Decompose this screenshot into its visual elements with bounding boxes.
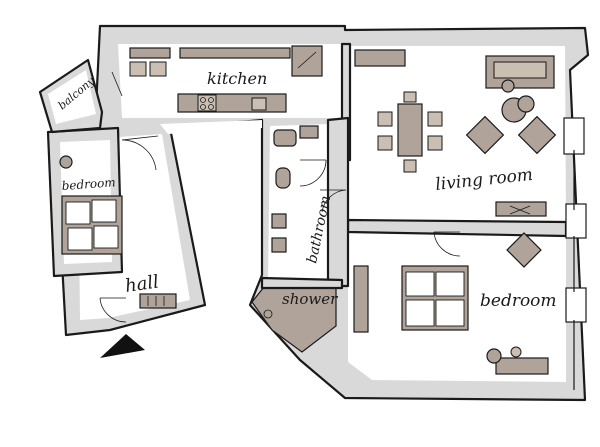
doors: [99, 71, 461, 323]
partition-living-bedroom: [346, 218, 568, 238]
kitchen-furniture: [129, 45, 406, 113]
east-windows: [563, 117, 587, 390]
bedroom-large-furniture: [353, 232, 549, 375]
north-arrow-icon: [100, 334, 145, 358]
partition-bath-east: [326, 116, 350, 288]
bedroom-small-furniture: [59, 155, 123, 255]
kitchen-floor: [118, 44, 345, 118]
partition-bath-shower: [260, 276, 344, 290]
balcony: [38, 58, 104, 134]
bathroom-fixtures: [263, 125, 319, 319]
label-shower: shower: [282, 290, 338, 308]
label-bedroom-large: bedroom: [480, 291, 557, 311]
hall-furniture: [139, 293, 177, 309]
label-hall: hall: [124, 271, 161, 297]
corridor-floor: [160, 120, 262, 134]
label-bedroom-small: bedroom: [61, 175, 116, 193]
label-kitchen: kitchen: [207, 69, 267, 88]
living-room-furniture: [377, 55, 557, 217]
